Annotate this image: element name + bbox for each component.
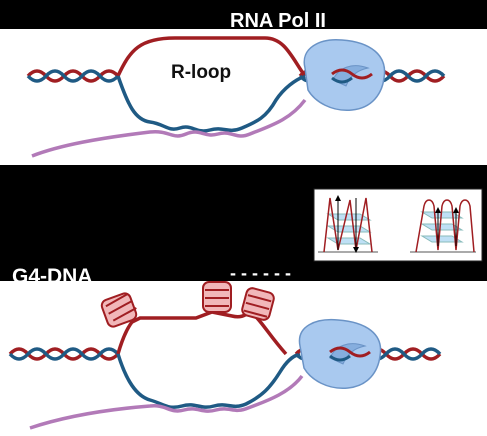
- g4-structure-2: [202, 281, 232, 313]
- template-strand: [116, 74, 306, 133]
- g4-structure-3: [241, 287, 275, 321]
- bottom-template-strand: [116, 352, 301, 410]
- bottom-left-duplex-blue: [8, 347, 120, 361]
- displaced-strand: [116, 36, 307, 78]
- g4-label: G4-DNA: [12, 265, 93, 288]
- rloop-label: R-loop: [171, 62, 231, 83]
- top-cut-label: RNA Pol II: [230, 10, 326, 32]
- left-duplex-red: [26, 69, 120, 83]
- mid-cut-label: - - - - - -: [230, 263, 291, 283]
- g4-bearing-strand: [116, 309, 288, 356]
- g-quadruplex-icon: [318, 195, 476, 253]
- rna-polymerase-icon-bottom: [298, 318, 382, 389]
- rna-polymerase-icon: [303, 39, 386, 111]
- left-duplex-blue: [26, 69, 120, 83]
- bottom-rna-strand: [29, 374, 304, 430]
- g4-inset: [313, 188, 483, 262]
- rloop-diagram: R-loop: [26, 36, 446, 158]
- rna-strand: [31, 98, 307, 158]
- g4-dna-diagram: [8, 281, 442, 430]
- g4-structure-1: [100, 292, 138, 328]
